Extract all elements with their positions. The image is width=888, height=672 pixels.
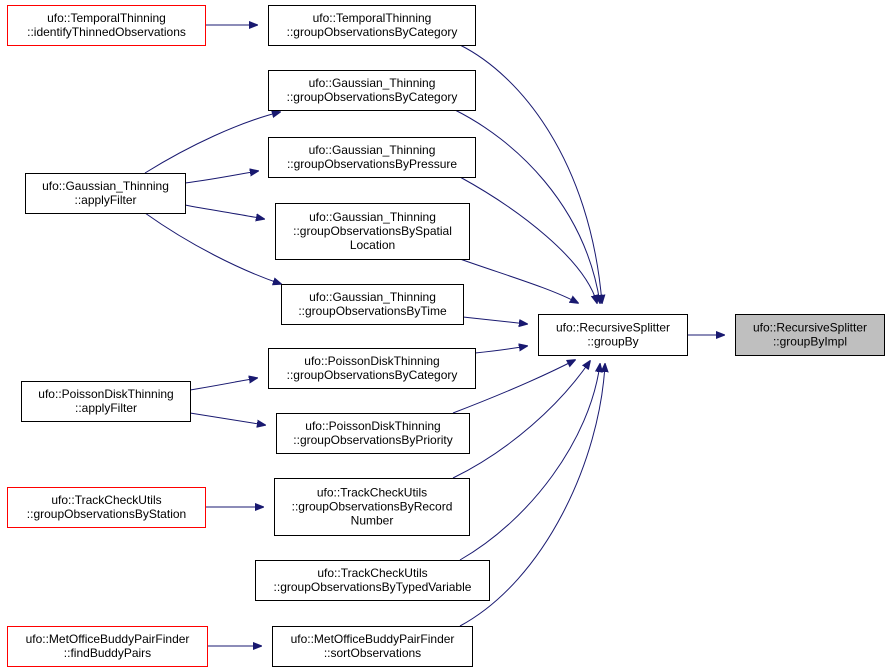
edge-pdt_apply-to-pdt_group_cat — [189, 378, 257, 391]
node-box — [268, 348, 476, 389]
node-box — [538, 314, 688, 356]
node-box — [7, 5, 206, 46]
node-label-line: ::groupObservationsByTime — [298, 304, 447, 318]
node-gt-group-cat[interactable]: ufo::Gaussian_Thinning::groupObservation… — [268, 70, 476, 111]
node-box — [735, 314, 885, 356]
node-label-line: ufo::Gaussian_Thinning — [309, 210, 436, 224]
node-box — [7, 626, 208, 667]
node-tcu-group-typed[interactable]: ufo::TrackCheckUtils::groupObservationsB… — [255, 560, 490, 601]
node-tcu-group-station[interactable]: ufo::TrackCheckUtils::groupObservationsB… — [7, 487, 206, 528]
node-label-line: ufo::Gaussian_Thinning — [309, 76, 436, 90]
node-label-line: ufo::PoissonDiskThinning — [305, 419, 440, 433]
node-label-line: ::groupObservationsByPressure — [287, 157, 457, 171]
node-label-line: Location — [350, 238, 395, 252]
node-box — [268, 137, 476, 178]
edge-tt_group_cat-to-rs_groupby — [459, 44, 602, 303]
node-label-line: ufo::MetOfficeBuddyPairFinder — [291, 632, 455, 646]
node-gt-group-time[interactable]: ufo::Gaussian_Thinning::groupObservation… — [281, 284, 464, 325]
node-mo-find[interactable]: ufo::MetOfficeBuddyPairFinder::findBuddy… — [7, 626, 208, 667]
node-label-line: ::groupBy — [587, 335, 638, 349]
node-gt-group-spatial[interactable]: ufo::Gaussian_Thinning::groupObservation… — [275, 203, 470, 260]
edge-tcu_group_record-to-rs_groupby — [452, 361, 590, 479]
node-tt-group-cat[interactable]: ufo::TemporalThinning::groupObservations… — [268, 5, 476, 46]
node-box — [25, 173, 186, 214]
node-rs-groupby[interactable]: ufo::RecursiveSplitter::groupBy — [538, 314, 688, 356]
node-label-line: ufo::PoissonDiskThinning — [304, 354, 439, 368]
node-gt-group-pressure[interactable]: ufo::Gaussian_Thinning::groupObservation… — [268, 137, 476, 178]
node-label-line: ufo::MetOfficeBuddyPairFinder — [26, 632, 190, 646]
edge-gt_apply-to-gt_group_cat — [144, 112, 280, 174]
edge-gt_apply-to-gt_group_pressure — [184, 171, 258, 184]
node-label-line: ufo::PoissonDiskThinning — [38, 387, 173, 401]
node-label-line: ufo::TrackCheckUtils — [51, 493, 161, 507]
node-tcu-group-record[interactable]: ufo::TrackCheckUtils::groupObservationsB… — [274, 478, 470, 536]
node-label-line: ufo::RecursiveSplitter — [753, 321, 867, 335]
node-label-line: ::groupObservationsByRecord — [292, 500, 453, 514]
node-label-line: ufo::Gaussian_Thinning — [309, 143, 436, 157]
node-label-line: ufo::TrackCheckUtils — [317, 566, 427, 580]
node-pdt-apply[interactable]: ufo::PoissonDiskThinning::applyFilter — [21, 381, 191, 422]
node-label-line: ufo::Gaussian_Thinning — [309, 290, 436, 304]
node-box — [274, 478, 470, 536]
node-label-line: ufo::TrackCheckUtils — [317, 486, 427, 500]
edge-tcu_group_typed-to-rs_groupby — [459, 364, 600, 561]
node-box — [275, 203, 470, 260]
edge-gt_group_time-to-rs_groupby — [462, 316, 527, 324]
node-label-line: ufo::TemporalThinning — [47, 11, 166, 25]
edge-pdt_apply-to-pdt_group_priority — [189, 412, 265, 425]
edge-gt_group_spatial-to-rs_groupby — [459, 258, 578, 303]
node-label-line: ::groupObservationsByCategory — [287, 90, 458, 104]
node-box — [268, 5, 476, 46]
node-box — [255, 560, 490, 601]
node-box — [276, 413, 470, 454]
node-mo-sort[interactable]: ufo::MetOfficeBuddyPairFinder::sortObser… — [272, 626, 473, 667]
node-label-line: ::groupObservationsByCategory — [287, 368, 458, 382]
edge-gt_apply-to-gt_group_spatial — [184, 204, 264, 219]
node-tt-identify[interactable]: ufo::TemporalThinning::identifyThinnedOb… — [7, 5, 206, 46]
node-label-line: ::groupObservationsBySpatial — [293, 224, 452, 238]
node-pdt-group-cat[interactable]: ufo::PoissonDiskThinning::groupObservati… — [268, 348, 476, 389]
node-gt-apply[interactable]: ufo::Gaussian_Thinning::applyFilter — [25, 173, 186, 214]
node-label-line: ::groupObservationsByTypedVariable — [274, 580, 472, 594]
node-label-line: ::groupObservationsByStation — [27, 507, 186, 521]
edge-gt_group_pressure-to-rs_groupby — [459, 176, 597, 303]
node-label-line: Number — [351, 514, 394, 528]
edge-gt_apply-to-gt_group_time — [144, 212, 281, 284]
node-label-line: ::applyFilter — [75, 401, 137, 415]
edge-pdt_group_priority-to-rs_groupby — [452, 360, 575, 414]
edges-layer — [144, 25, 724, 646]
node-pdt-group-priority[interactable]: ufo::PoissonDiskThinning::groupObservati… — [276, 413, 470, 454]
node-box — [281, 284, 464, 325]
node-label-line: ::applyFilter — [74, 193, 136, 207]
nodes-layer: ufo::TemporalThinning::identifyThinnedOb… — [7, 5, 885, 667]
node-label-line: ufo::TemporalThinning — [313, 11, 432, 25]
node-box — [272, 626, 473, 667]
edge-mo_sort-to-rs_groupby — [459, 364, 605, 627]
node-label-line: ::groupObservationsByPriority — [293, 433, 452, 447]
node-box — [21, 381, 191, 422]
edge-pdt_group_cat-to-rs_groupby — [474, 346, 527, 354]
node-label-line: ::identifyThinnedObservations — [27, 25, 186, 39]
node-label-line: ::findBuddyPairs — [64, 646, 151, 660]
node-label-line: ufo::Gaussian_Thinning — [42, 179, 169, 193]
node-label-line: ::sortObservations — [324, 646, 421, 660]
node-label-line: ::groupObservationsByCategory — [287, 25, 458, 39]
node-box — [268, 70, 476, 111]
node-label-line: ::groupByImpl — [773, 335, 847, 349]
edge-gt_group_cat-to-rs_groupby — [454, 109, 600, 303]
node-label-line: ufo::RecursiveSplitter — [556, 321, 670, 335]
node-box — [7, 487, 206, 528]
node-rs-groupbyimpl[interactable]: ufo::RecursiveSplitter::groupByImpl — [735, 314, 885, 356]
